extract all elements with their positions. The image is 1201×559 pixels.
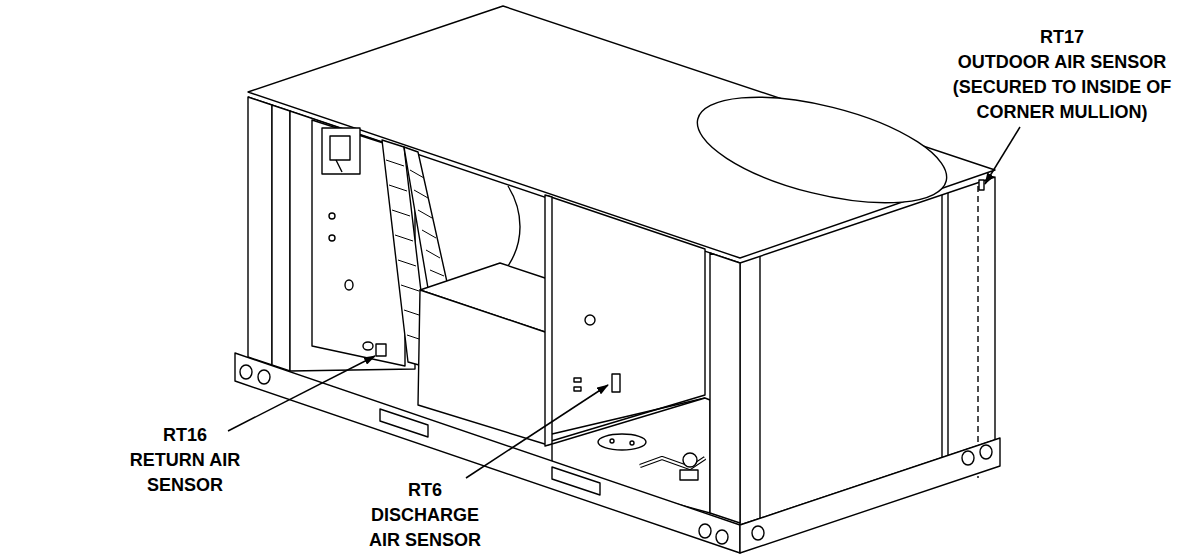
back-panel bbox=[363, 342, 373, 350]
blower-duct bbox=[508, 186, 520, 266]
base-rail bbox=[740, 438, 1000, 553]
blower-housing bbox=[418, 263, 548, 445]
sensor bbox=[376, 180, 984, 356]
back-panel bbox=[329, 213, 335, 219]
evaporator-coil bbox=[410, 170, 444, 276]
rooftop-unit-illustration bbox=[235, 6, 1000, 553]
partition-panel bbox=[574, 378, 581, 382]
partition-panel bbox=[574, 387, 581, 391]
compressor-piping bbox=[683, 453, 697, 467]
compressor-piping bbox=[630, 441, 634, 445]
partition-panel bbox=[612, 374, 620, 392]
leader-line bbox=[466, 385, 608, 478]
base-rail bbox=[240, 365, 252, 379]
corner-post bbox=[248, 97, 272, 365]
end-panel bbox=[977, 186, 978, 478]
leader-line bbox=[228, 356, 375, 431]
back-panel bbox=[336, 160, 342, 172]
callout-number: RT6 bbox=[365, 478, 485, 503]
leader-line bbox=[985, 127, 1020, 184]
base-rail bbox=[752, 526, 764, 540]
sensor bbox=[979, 180, 984, 190]
partition-panel bbox=[585, 315, 595, 325]
base-rail bbox=[380, 409, 428, 437]
back-panel bbox=[345, 280, 353, 290]
end-panel bbox=[947, 193, 948, 456]
partition-panel bbox=[545, 195, 552, 446]
corner-post bbox=[710, 253, 740, 523]
base-rail bbox=[235, 353, 740, 553]
part-label: RETURN AIR SENSOR bbox=[128, 448, 242, 498]
compressor-piping bbox=[680, 470, 698, 480]
base-rail bbox=[235, 353, 1000, 553]
sensor bbox=[376, 344, 386, 356]
back-panel bbox=[329, 235, 335, 241]
back-panel bbox=[330, 136, 350, 160]
base-rail bbox=[699, 524, 711, 538]
callout-number: RT17 bbox=[942, 25, 1182, 50]
end-panel bbox=[941, 195, 942, 458]
end-panel bbox=[759, 256, 760, 518]
part-label: OUTDOOR AIR SENSOR (SECURED TO INSIDE OF… bbox=[942, 50, 1182, 125]
base-rail bbox=[962, 451, 974, 465]
corner-post bbox=[248, 97, 290, 371]
base-rail bbox=[258, 370, 270, 384]
evaporator-coil bbox=[404, 147, 447, 300]
top-cover bbox=[687, 76, 957, 223]
back-panel bbox=[322, 128, 360, 174]
leader-line bbox=[228, 127, 1020, 478]
callout-number: RT16 bbox=[135, 423, 235, 448]
base-rail bbox=[716, 530, 728, 544]
base-rail bbox=[980, 445, 992, 459]
compressor-piping bbox=[610, 439, 614, 443]
blower-duct bbox=[508, 186, 520, 266]
base-rail bbox=[552, 467, 600, 495]
corner-post bbox=[710, 253, 740, 523]
part-label: DISCHARGE AIR SENSOR bbox=[365, 503, 485, 553]
compressor-piping bbox=[598, 434, 646, 450]
corner-post bbox=[272, 105, 290, 371]
